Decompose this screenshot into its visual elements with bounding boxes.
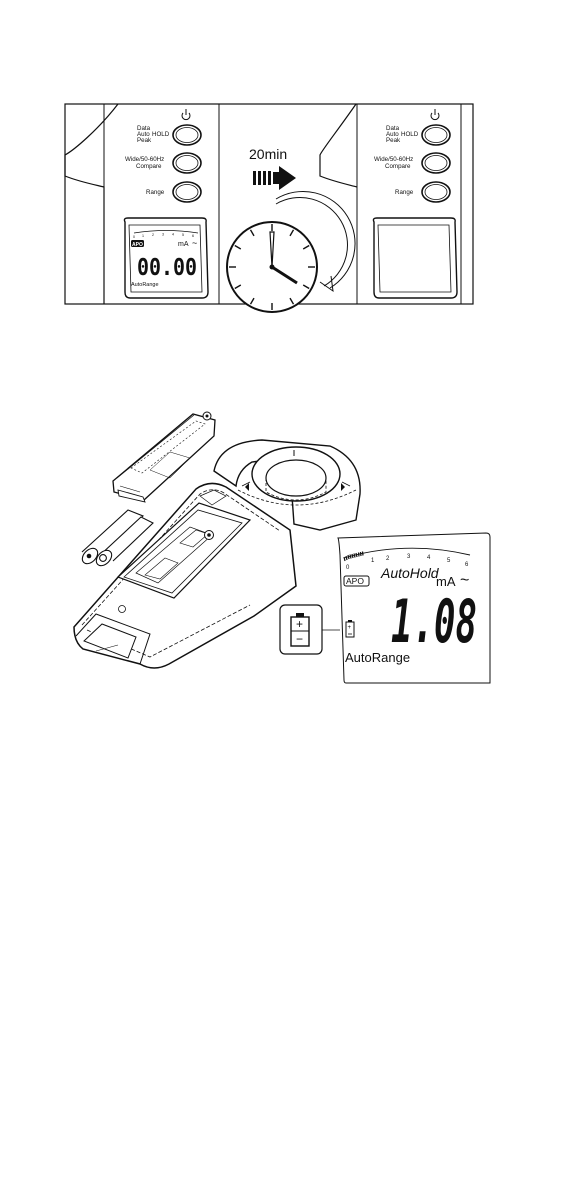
clock-icon — [227, 191, 355, 312]
btn1-hold: HOLD — [401, 131, 419, 138]
left-apo-text: APO — [132, 242, 143, 248]
power-icon — [431, 109, 439, 120]
right-lcd-bezel-blank — [373, 218, 457, 298]
right-meter: Data Auto Peak HOLD Wide/50-60Hz Compare… — [320, 104, 461, 304]
wide-compare-button[interactable] — [422, 153, 450, 173]
battery-minus: − — [296, 632, 303, 646]
left-meter-outline — [65, 104, 118, 304]
left-scale-tick: 2 — [152, 233, 154, 237]
left-scale-tick: 5 — [182, 233, 184, 237]
enlarged-lcd: 0 1 2 3 4 5 6 AutoHold APO mA ~ + 1.08 A… — [338, 533, 490, 683]
lcd-autorange: AutoRange — [345, 650, 410, 665]
left-meter: Data Auto Peak HOLD Wide/50-60Hz Compare… — [65, 104, 219, 304]
left-autorange: AutoRange — [131, 282, 159, 288]
battery-callout: + − — [280, 605, 340, 654]
lcd-reading: 1.08 — [391, 587, 477, 657]
left-scale-tick: 0 — [133, 235, 135, 239]
battery-replacement-figure: 0 1 2 3 4 5 6 AutoHold APO mA ~ + 1.08 A… — [0, 400, 561, 740]
btn1-hold: HOLD — [152, 131, 170, 138]
power-icon — [182, 109, 190, 120]
left-scale-tick: 1 — [142, 234, 144, 238]
range-button[interactable] — [173, 182, 201, 202]
svg-text:+: + — [348, 625, 352, 631]
lcd-apo: APO — [346, 576, 364, 586]
btn2-line2: Compare — [385, 163, 411, 170]
left-reading: 00.00 — [137, 255, 197, 281]
btn3-label: Range — [395, 189, 414, 196]
btn1-line3: Peak — [386, 137, 401, 144]
lcd-autohold: AutoHold — [380, 565, 440, 581]
left-ac-symbol: ~ — [192, 238, 197, 248]
data-hold-button[interactable] — [422, 125, 450, 145]
btn2-line1: Wide/50-60Hz — [374, 156, 413, 163]
left-scale-tick: 3 — [162, 233, 164, 237]
auto-power-off-figure: Data Auto Peak HOLD Wide/50-60Hz Compare… — [0, 0, 561, 330]
duration-label: 20min — [249, 146, 287, 162]
wide-compare-button[interactable] — [173, 153, 201, 173]
btn2-line1: Wide/50-60Hz — [125, 156, 164, 163]
range-button[interactable] — [422, 182, 450, 202]
btn3-label: Range — [146, 189, 165, 196]
battery-plus: + — [296, 617, 303, 631]
arrow-right-icon — [253, 166, 296, 190]
left-scale-tick: 4 — [172, 233, 174, 237]
data-hold-button[interactable] — [173, 125, 201, 145]
lcd-low-battery-icon: + — [346, 620, 354, 637]
left-unit: mA — [178, 241, 189, 248]
btn1-line3: Peak — [137, 137, 152, 144]
btn2-line2: Compare — [136, 163, 162, 170]
battery-icon: + − — [291, 613, 309, 646]
